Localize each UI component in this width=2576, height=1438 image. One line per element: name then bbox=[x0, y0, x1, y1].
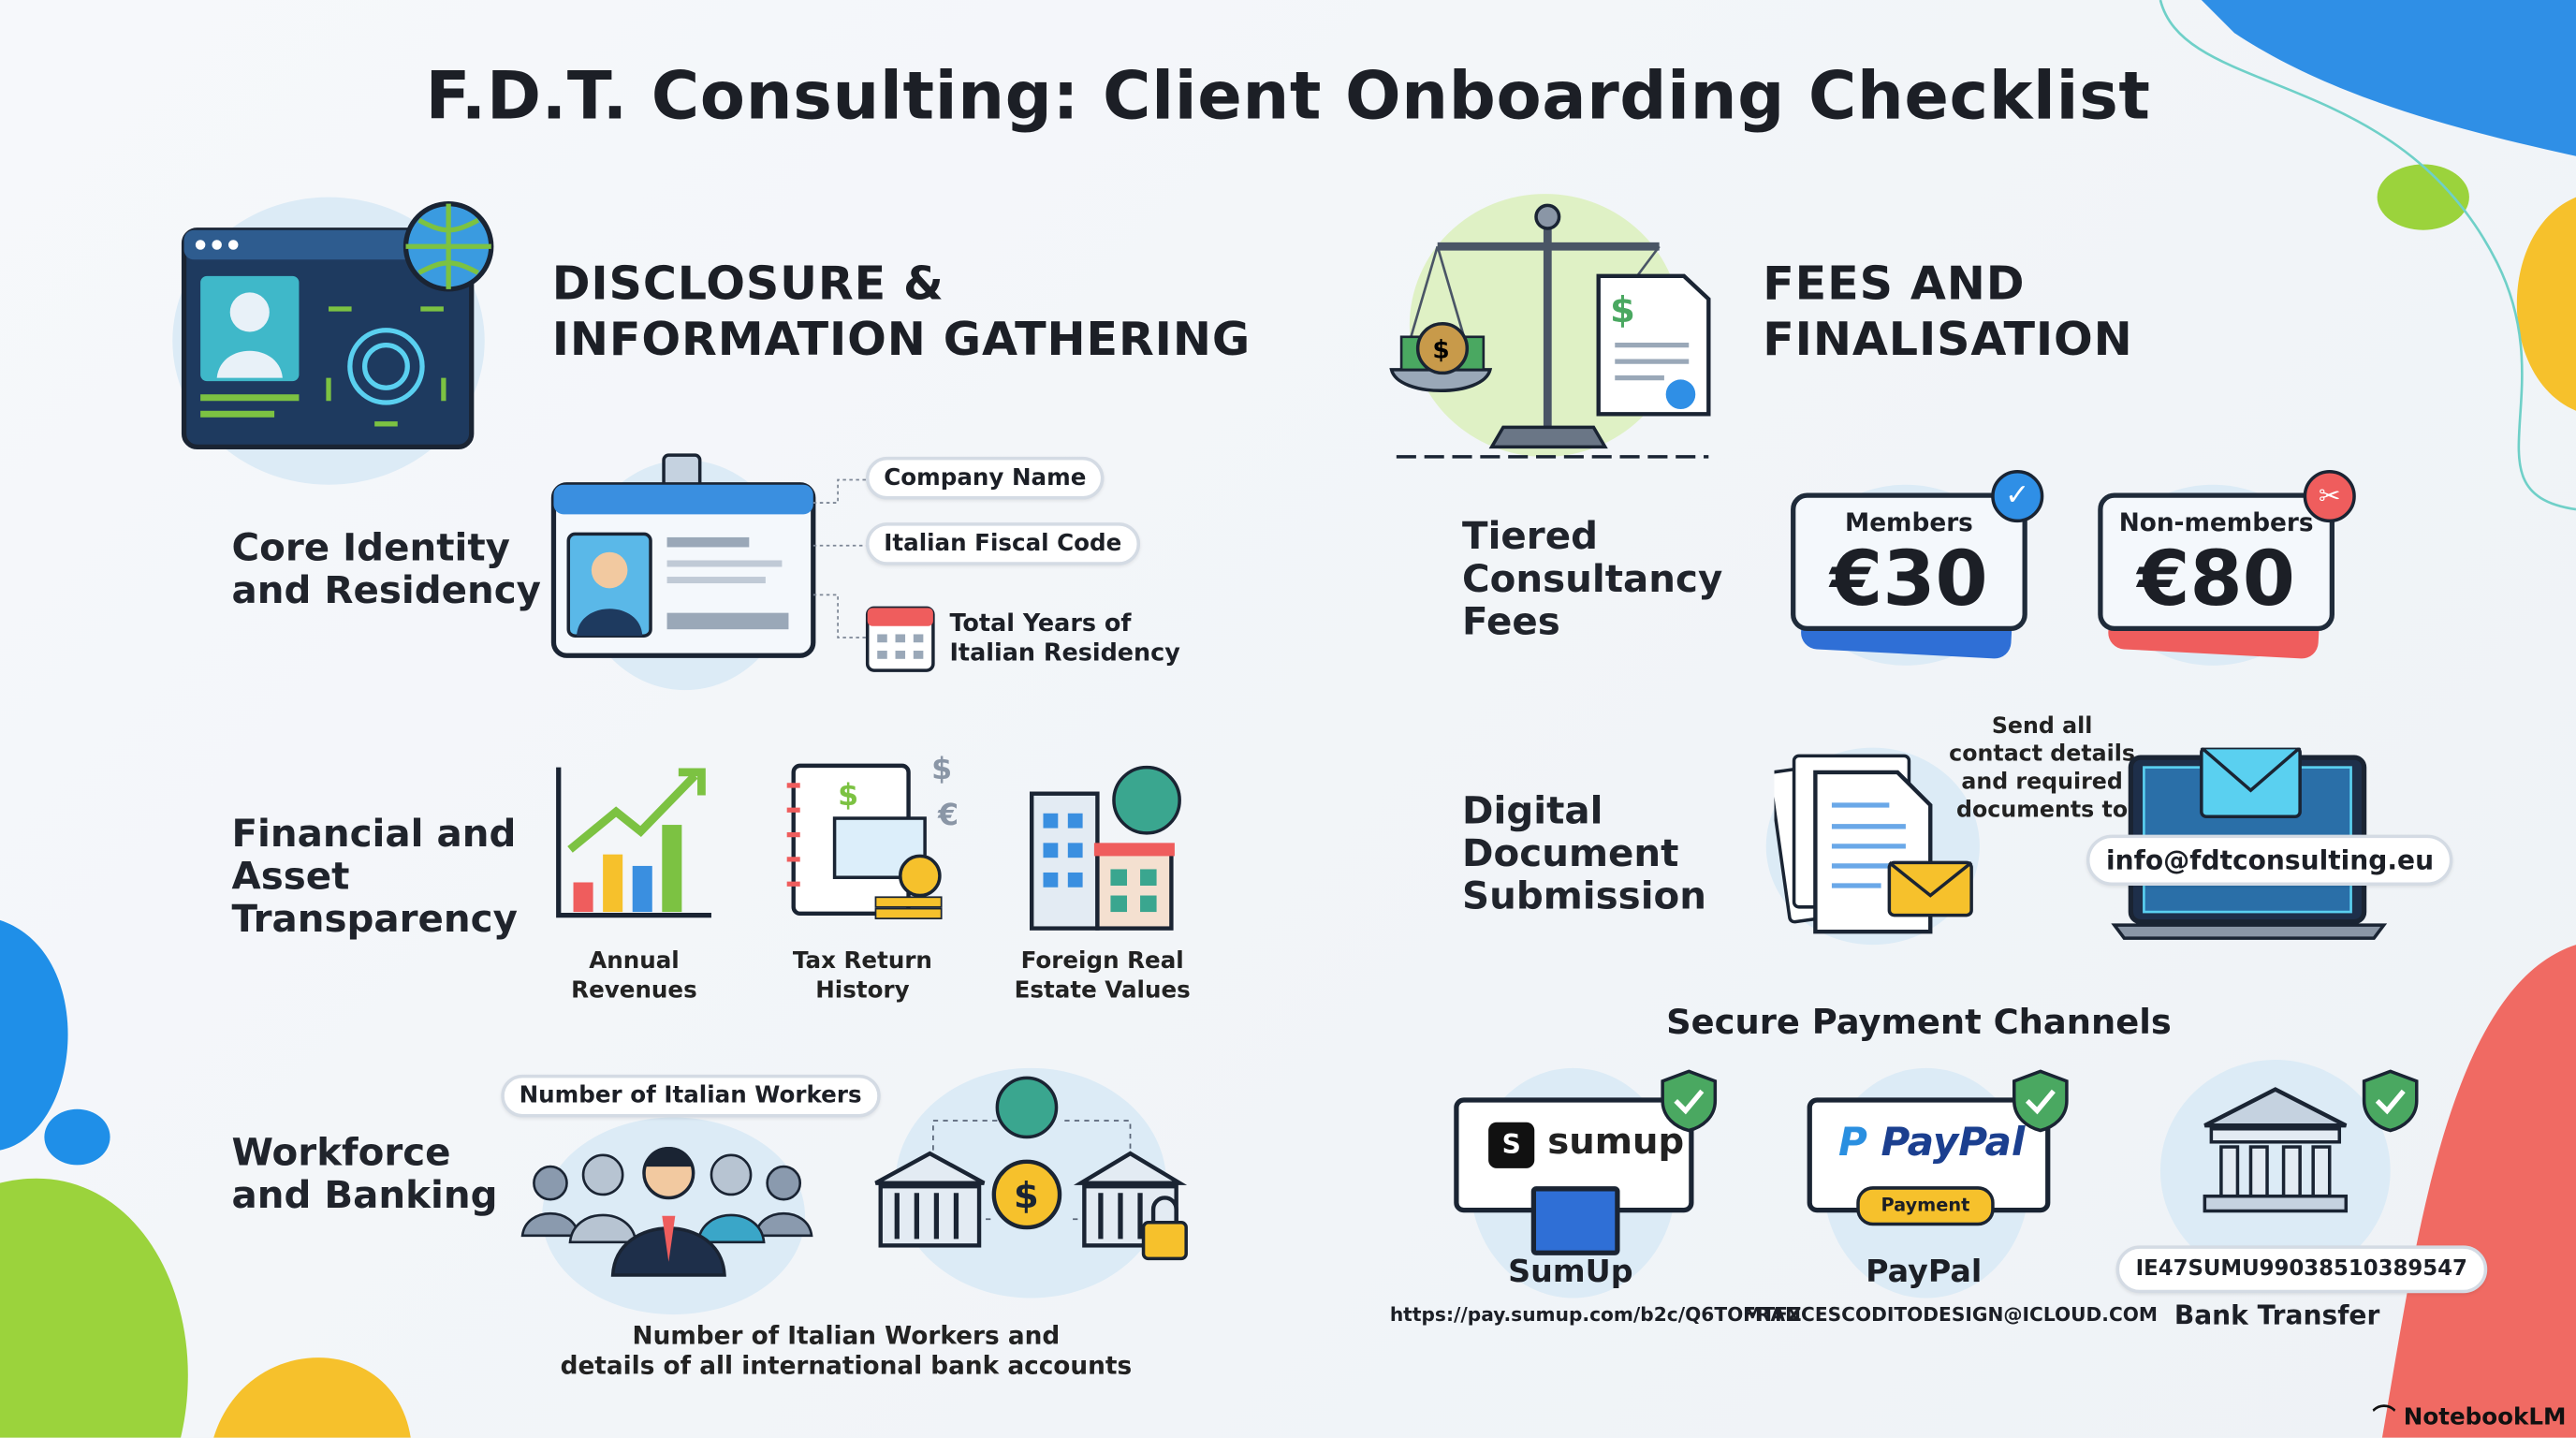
svg-text:€: € bbox=[937, 799, 959, 832]
label-line: Document bbox=[1462, 832, 1679, 876]
text-line: documents to bbox=[1956, 797, 2129, 824]
notebooklm-brand: ⌒ NotebookLM bbox=[2373, 1405, 2567, 1433]
shield-check-icon bbox=[1661, 1069, 1718, 1133]
shield-check-icon bbox=[2362, 1069, 2419, 1133]
real-estate-icon bbox=[1030, 765, 1181, 931]
label-line: Fees bbox=[1462, 601, 1560, 644]
pill-italian-workers: Number of Italian Workers bbox=[501, 1074, 880, 1118]
text-line: Foreign Real bbox=[1020, 947, 1184, 975]
label-line: and Residency bbox=[231, 570, 541, 613]
header-line: DISCLOSURE & bbox=[551, 256, 944, 311]
field-company-name: Company Name bbox=[865, 456, 1105, 500]
documents-envelope-icon bbox=[1774, 754, 1973, 934]
section-header-disclosure: DISCLOSURE &INFORMATION GATHERING bbox=[552, 257, 1251, 368]
revenue-chart-icon bbox=[556, 767, 711, 918]
text-line: details of all international bank accoun… bbox=[560, 1350, 1133, 1381]
text-line: Estate Values bbox=[1014, 977, 1191, 1005]
text-line: History bbox=[815, 977, 910, 1005]
id-card-icon bbox=[550, 453, 816, 658]
label-line: Tiered bbox=[1462, 516, 1598, 559]
fee-tag-non-members: Non-members €80 bbox=[2098, 492, 2334, 631]
text-line: Number of Italian Workers and bbox=[632, 1321, 1061, 1351]
sumup-logo-icon: S bbox=[1488, 1122, 1535, 1168]
text-line: Revenues bbox=[571, 977, 697, 1005]
label-line: Consultancy bbox=[1462, 558, 1723, 602]
bank-transfer-label: Bank Transfer bbox=[2174, 1299, 2380, 1331]
calendar-icon bbox=[865, 606, 935, 672]
text-line: contact details bbox=[1949, 741, 2135, 768]
paypal-name: PayPal bbox=[1866, 1254, 1983, 1290]
label-line: Financial and bbox=[231, 813, 517, 857]
identity-browser-icon bbox=[181, 200, 494, 450]
label-line: and Banking bbox=[231, 1174, 498, 1218]
svg-text:$: $ bbox=[838, 779, 858, 813]
label-line: Transparency bbox=[231, 899, 518, 942]
check-badge-icon: ✓ bbox=[1991, 469, 2044, 523]
text-line: Italian Residency bbox=[949, 640, 1180, 668]
label-line: Submission bbox=[1462, 875, 1707, 919]
sumup-link[interactable]: https://pay.sumup.com/b2c/Q6TOMTFZ bbox=[1389, 1302, 1802, 1327]
svg-text:$: $ bbox=[1610, 289, 1635, 331]
header-line: FINALISATION bbox=[1763, 312, 2133, 367]
svg-text:$: $ bbox=[1432, 337, 1449, 365]
label-line: Core Identity bbox=[231, 527, 510, 571]
text-line: Tax Return bbox=[792, 947, 932, 975]
tier-price: €80 bbox=[2137, 534, 2295, 624]
international-banks-icon: $ bbox=[874, 1076, 1188, 1261]
brand-text: NotebookLM bbox=[2403, 1404, 2567, 1431]
paypal-p-icon: P bbox=[1837, 1119, 1867, 1166]
field-italian-fiscal-code: Italian Fiscal Code bbox=[865, 522, 1140, 565]
notebooklm-logo-icon: ⌒ bbox=[2372, 1404, 2396, 1431]
tax-return-icon: $ $ € bbox=[786, 753, 959, 919]
paypal-logo-text: PayPal bbox=[1881, 1119, 2026, 1166]
fee-tag-members: Members €30 bbox=[1791, 492, 2027, 631]
tier-price: €30 bbox=[1830, 534, 1988, 624]
text-line: Annual bbox=[589, 947, 680, 975]
sumup-logo-text: sumup bbox=[1547, 1122, 1685, 1164]
scissors-badge-icon: ✂ bbox=[2303, 469, 2356, 523]
header-line: INFORMATION GATHERING bbox=[551, 312, 1251, 367]
bank-building-icon bbox=[2203, 1087, 2349, 1213]
scale-balance-icon: $ $ bbox=[1389, 203, 1711, 459]
text-line: Send all bbox=[1991, 712, 2093, 740]
text-line: and required bbox=[1961, 769, 2123, 796]
text-line: Total Years of bbox=[949, 610, 1132, 638]
paypal-email[interactable]: FRANCESCODITODESIGN@ICLOUD.COM bbox=[1743, 1302, 2159, 1327]
label-line: Asset bbox=[231, 856, 350, 900]
shield-check-icon bbox=[2012, 1069, 2069, 1133]
tier-name: Members bbox=[1845, 507, 1973, 537]
tier-name: Non-members bbox=[2118, 507, 2314, 537]
email-address[interactable]: info@fdtconsulting.eu bbox=[2086, 834, 2454, 886]
label-line: Digital bbox=[1462, 790, 1603, 833]
workers-group-icon bbox=[520, 1147, 813, 1277]
page-title: F.D.T. Consulting: Client Onboarding Che… bbox=[425, 59, 2151, 135]
label-line: Workforce bbox=[231, 1132, 451, 1175]
card-reader-icon bbox=[1530, 1186, 1620, 1255]
svg-text:$: $ bbox=[1014, 1175, 1039, 1217]
sumup-name: SumUp bbox=[1508, 1254, 1633, 1290]
paypal-payment-button[interactable]: Payment bbox=[1856, 1186, 1995, 1226]
header-line: FEES AND bbox=[1763, 256, 2026, 311]
connector-lines bbox=[812, 478, 868, 638]
bank-iban[interactable]: IE47SUMU99038510389547 bbox=[2115, 1245, 2487, 1294]
svg-text:$: $ bbox=[931, 753, 952, 786]
payment-channels-title: Secure Payment Channels bbox=[1666, 1002, 2172, 1042]
